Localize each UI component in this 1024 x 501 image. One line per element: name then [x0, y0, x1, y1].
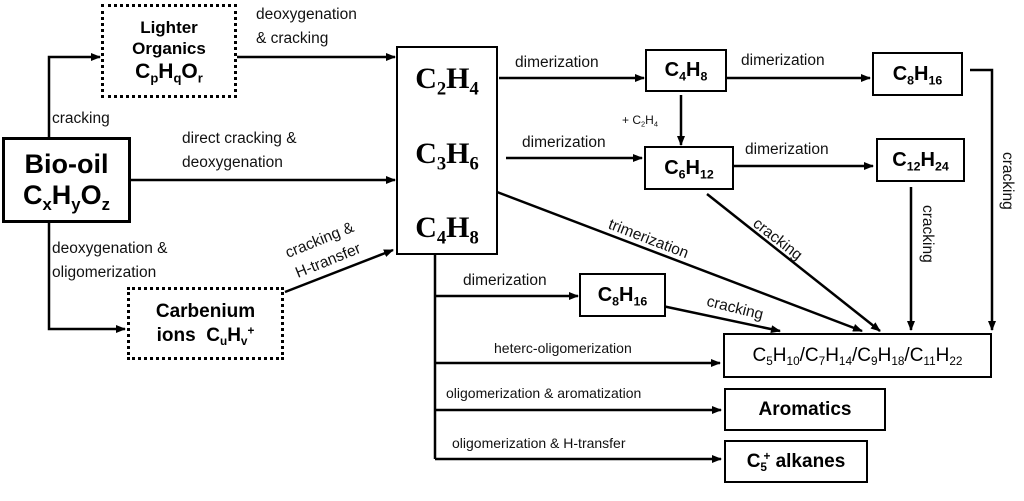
arrow-biooil-lighter: [47, 53, 101, 138]
node-c8h16-top: C8H16: [872, 52, 963, 96]
arrow-c8h16-cracking: [970, 68, 996, 331]
label-cracking-c12h24: cracking: [919, 205, 936, 263]
label-direct-cracking-1: direct cracking &: [182, 130, 297, 147]
arrow-c8h16-mid-cracking: [652, 302, 781, 334]
carbenium-formula: ions CuHv+: [156, 324, 255, 348]
label-deoxygenation-cracking-2: & cracking: [256, 30, 329, 47]
lighter-label-1: Lighter: [140, 18, 198, 37]
aromatics-label: Aromatics: [758, 398, 852, 420]
label-dimerization-c3h6: dimerization: [522, 134, 606, 151]
label-cracking-biooil-lighter: cracking: [52, 110, 110, 127]
olefin-c4h8: C4H8: [415, 211, 479, 249]
node-aromatics: Aromatics: [724, 388, 886, 431]
node-c5-alkanes: C5+ alkanes: [724, 440, 868, 483]
olefin-c2h4: C2H4: [415, 62, 479, 100]
node-lighter-organics: Lighter Organics CpHqOr: [101, 4, 237, 98]
label-hetero-oligomerization: heterc-oligomerization: [494, 340, 632, 356]
odd-olefins-formula: C5H10/C7H14/C9H18/C11H22: [752, 344, 963, 368]
label-deoxygenation-cracking-1: deoxygenation: [256, 6, 357, 23]
arrow-trimerization: [496, 190, 863, 333]
lighter-formula: CpHqOr: [135, 60, 203, 86]
label-dimerization-c4h8: dimerization: [741, 52, 825, 69]
label-deoxy-oligo-2: oligomerization: [52, 264, 157, 281]
alkanes-label: C5+ alkanes: [746, 450, 846, 474]
node-c6h12: C6H12: [644, 146, 734, 190]
label-dimerization-c6h12: dimerization: [745, 141, 829, 158]
c12h24-formula: C12H24: [892, 148, 949, 173]
c4h8-formula: C4H8: [664, 59, 708, 84]
arrow-carbenium-olefins: [284, 248, 394, 294]
label-direct-cracking-2: deoxygenation: [182, 154, 283, 171]
lighter-label-2: Organics: [132, 39, 206, 58]
label-dimerization-mid: dimerization: [463, 272, 547, 289]
arrow-c6h12-cracking: [706, 193, 881, 332]
biooil-formula: CxHyOz: [22, 180, 110, 214]
node-odd-olefins: C5H10/C7H14/C9H18/C11H22: [723, 333, 992, 378]
node-c12h24: C12H24: [876, 138, 965, 182]
node-c4h8: C4H8: [645, 49, 727, 92]
node-biooil: Bio-oil CxHyOz: [2, 137, 131, 223]
biooil-label: Bio-oil: [24, 149, 109, 179]
node-c8h16-mid: C8H16: [579, 273, 666, 317]
olefin-c3h6: C3H6: [415, 136, 479, 174]
carbenium-label: Carbenium: [155, 300, 256, 322]
c6h12-formula: C6H12: [664, 156, 714, 181]
c8h16-mid-formula: C8H16: [597, 283, 648, 308]
label-deoxy-oligo-1: deoxygenation &: [52, 240, 168, 257]
label-plus-c2h4: + C2H4: [622, 113, 658, 129]
label-oligo-aromatization: oligomerization & aromatization: [446, 385, 642, 401]
label-cracking-c8h16-top: cracking: [999, 152, 1016, 210]
arrow-biooil-carbenium: [47, 222, 126, 333]
label-oligo-htransfer: oligomerization & H-transfer: [452, 435, 626, 451]
label-dimerization-c2h4: dimerization: [515, 54, 599, 71]
c8h16-top-formula: C8H16: [892, 62, 943, 87]
node-light-olefins: C2H4 C3H6 C4H8: [396, 46, 498, 255]
node-carbenium-ions: Carbenium ions CuHv+: [127, 287, 284, 360]
